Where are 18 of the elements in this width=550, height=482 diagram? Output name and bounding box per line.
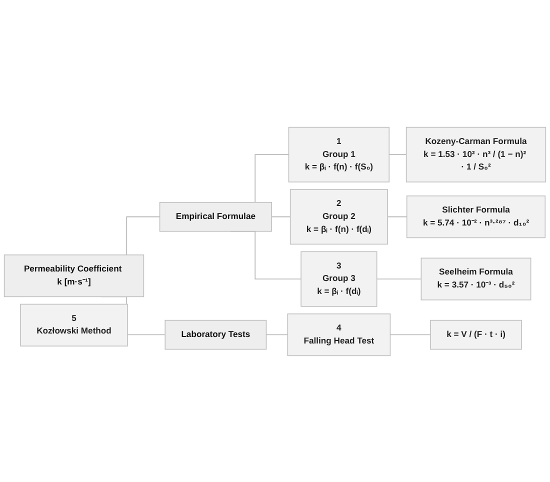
node-box: Permeability Coefficient k [m·s⁻¹]	[4, 254, 144, 297]
node-box: Slichter Formula k = 5.74 · 10⁻² · n³·²⁸⁷ · d₁₀²	[406, 195, 546, 238]
node-box: Laboratory Tests	[164, 319, 267, 350]
connector	[390, 334, 431, 335]
node-box: 1 Group 1 k = βᵢ · f(n) · f(S₀)	[288, 126, 390, 182]
node-box: k = V / (F · t · i)	[430, 319, 522, 350]
connector	[376, 278, 422, 279]
connector	[387, 216, 408, 217]
node-box: Kozeny-Carman Formula k = 1.53 · 10² · n³ / (1 − n)² · 1 / S₀²	[406, 126, 546, 182]
node-box: 3 Group 3 k = βᵢ · f(dᵢ)	[300, 250, 378, 306]
node-box: 4 Falling Head Test	[287, 312, 391, 356]
node-box: Seelheim Formula k = 3.57 · 10⁻³ · d₅₀²	[420, 257, 532, 300]
connector	[266, 334, 288, 335]
node-box: 5 Kozłowski Method	[20, 303, 128, 346]
connector	[388, 154, 407, 155]
connector	[271, 216, 291, 217]
node-box: 2 Group 2 k = βᵢ · f(n) · f(dᵢ)	[290, 188, 388, 244]
node-box: Empirical Formulae	[159, 201, 272, 232]
